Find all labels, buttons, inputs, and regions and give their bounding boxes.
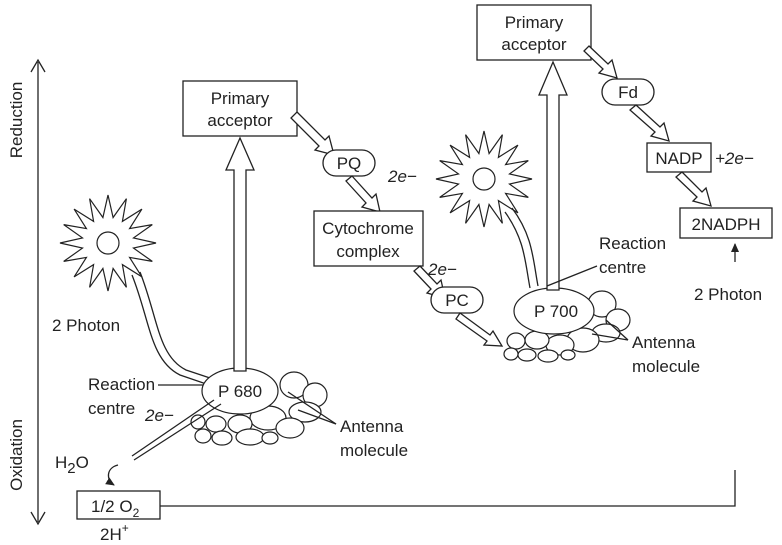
svg-text:PC: PC bbox=[445, 291, 469, 310]
excitation-arrow-psii bbox=[225, 136, 255, 372]
svg-text:Reaction: Reaction bbox=[88, 375, 155, 394]
reaction-centre-label-psii: Reaction centre bbox=[88, 375, 203, 418]
p680-label: P 680 bbox=[218, 382, 262, 401]
svg-text:Primary: Primary bbox=[505, 13, 564, 32]
photon-label-psi: 2 Photon bbox=[694, 285, 762, 304]
primary-acceptor-psii: Primary acceptor bbox=[182, 80, 298, 137]
svg-text:centre: centre bbox=[88, 399, 135, 418]
water-label: H2O bbox=[55, 453, 89, 477]
svg-text:Antenna: Antenna bbox=[632, 333, 696, 352]
svg-text:complex: complex bbox=[336, 242, 400, 261]
svg-text:Fd: Fd bbox=[618, 83, 638, 102]
svg-text:2NADPH: 2NADPH bbox=[692, 215, 761, 234]
svg-text:Primary: Primary bbox=[211, 89, 270, 108]
fd-pill: Fd bbox=[601, 78, 655, 106]
sun-icon-psi bbox=[435, 130, 533, 228]
antenna-cluster-psii bbox=[190, 371, 328, 446]
cytochrome-complex: Cytochrome complex bbox=[313, 210, 424, 267]
svg-text:acceptor: acceptor bbox=[207, 111, 273, 130]
arrow-pc-to-psi bbox=[455, 312, 504, 347]
primary-acceptor-psi: Primary acceptor bbox=[476, 4, 592, 61]
antenna-label-psii: Antenna molecule bbox=[287, 391, 408, 460]
nadp-electron-label: +2e− bbox=[715, 149, 754, 168]
svg-text:H2O: H2O bbox=[55, 453, 89, 477]
pq-pill: PQ bbox=[322, 149, 376, 177]
photon-path-psii bbox=[131, 271, 223, 389]
svg-text:Antenna: Antenna bbox=[340, 417, 404, 436]
protons-label: 2H+ bbox=[100, 521, 129, 544]
svg-text:acceptor: acceptor bbox=[501, 35, 567, 54]
svg-text:PQ: PQ bbox=[337, 154, 362, 173]
svg-text:Cytochrome: Cytochrome bbox=[322, 219, 414, 238]
redox-axis: Reduction Oxidation bbox=[7, 58, 46, 526]
nadp-box: NADP bbox=[646, 142, 712, 173]
svg-text:NADP: NADP bbox=[655, 149, 702, 168]
oxidation-label: Oxidation bbox=[7, 419, 26, 491]
arrow-fd-to-nadp bbox=[629, 104, 670, 142]
excitation-arrow-psi bbox=[538, 60, 568, 291]
return-line bbox=[160, 470, 736, 507]
antenna-label-psi: Antenna molecule bbox=[591, 319, 700, 376]
svg-text:Reaction: Reaction bbox=[599, 234, 666, 253]
svg-text:molecule: molecule bbox=[632, 357, 700, 376]
svg-text:1/2 O2: 1/2 O2 bbox=[91, 497, 140, 520]
pc-pill: PC bbox=[430, 286, 484, 314]
pq-electron-label: 2e− bbox=[387, 167, 417, 186]
arrow-acceptor-to-fd bbox=[583, 45, 618, 79]
arrow-nadp-to-nadph bbox=[675, 171, 712, 207]
svg-text:centre: centre bbox=[599, 258, 646, 277]
water-split-lines bbox=[105, 399, 222, 486]
photon-path-psi bbox=[504, 207, 539, 289]
photon-label-psii: 2 Photon bbox=[52, 316, 120, 335]
p700-label: P 700 bbox=[534, 302, 578, 321]
electron-label-psii: 2e− bbox=[144, 406, 174, 425]
nadph-box: 2NADPH bbox=[679, 207, 773, 239]
arrow-pq-to-cyto bbox=[345, 175, 381, 213]
pc-electron-label: 2e− bbox=[427, 260, 457, 279]
svg-text:molecule: molecule bbox=[340, 441, 408, 460]
arrow-acceptor-to-pq bbox=[290, 111, 335, 156]
sun-icon-psii bbox=[59, 194, 157, 292]
reaction-centre-label-psi: Reaction centre bbox=[546, 234, 666, 287]
svg-text:2H+: 2H+ bbox=[100, 521, 129, 544]
reduction-label: Reduction bbox=[7, 82, 26, 159]
oxygen-box: 1/2 O2 bbox=[76, 490, 161, 520]
